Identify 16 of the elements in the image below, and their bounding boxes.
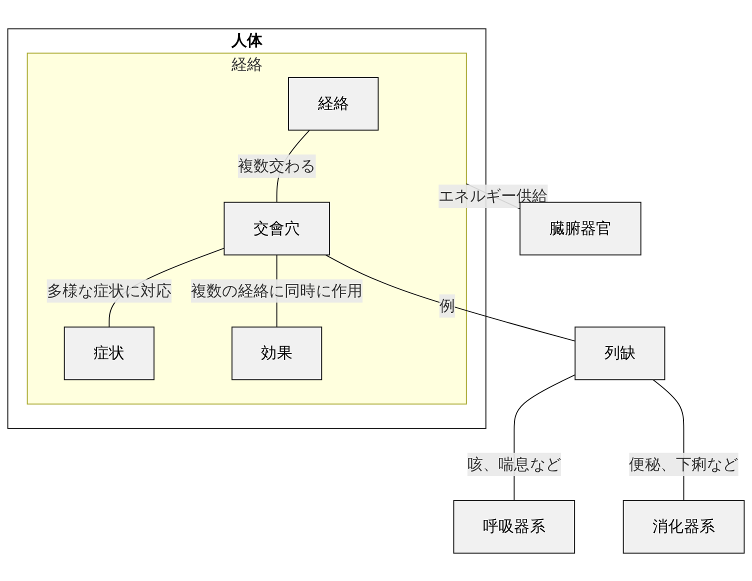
edge-label: エネルギー供給 [438,186,548,205]
node-box: 臓腑器官 [520,201,642,255]
edge-label: 多様な症状に対応 [46,280,172,300]
node-box: 消化器系 [622,500,745,554]
node-box: 列缺 [574,326,666,380]
node-box: 効果 [232,326,322,380]
connector [325,254,576,342]
node-box: 呼吸器系 [453,500,576,554]
node-box: 経絡 [288,76,379,130]
node-box: 交會穴 [224,201,330,255]
node-box: 症状 [64,326,154,380]
edge-label: 複数の経絡に同時に作用 [191,280,363,300]
edge-label: 複数交わる [238,156,316,175]
edge-label: 例 [439,296,455,314]
edge-label: 便秘、下痢など [629,454,738,473]
edge-label: 咳、喘息など [467,454,561,473]
